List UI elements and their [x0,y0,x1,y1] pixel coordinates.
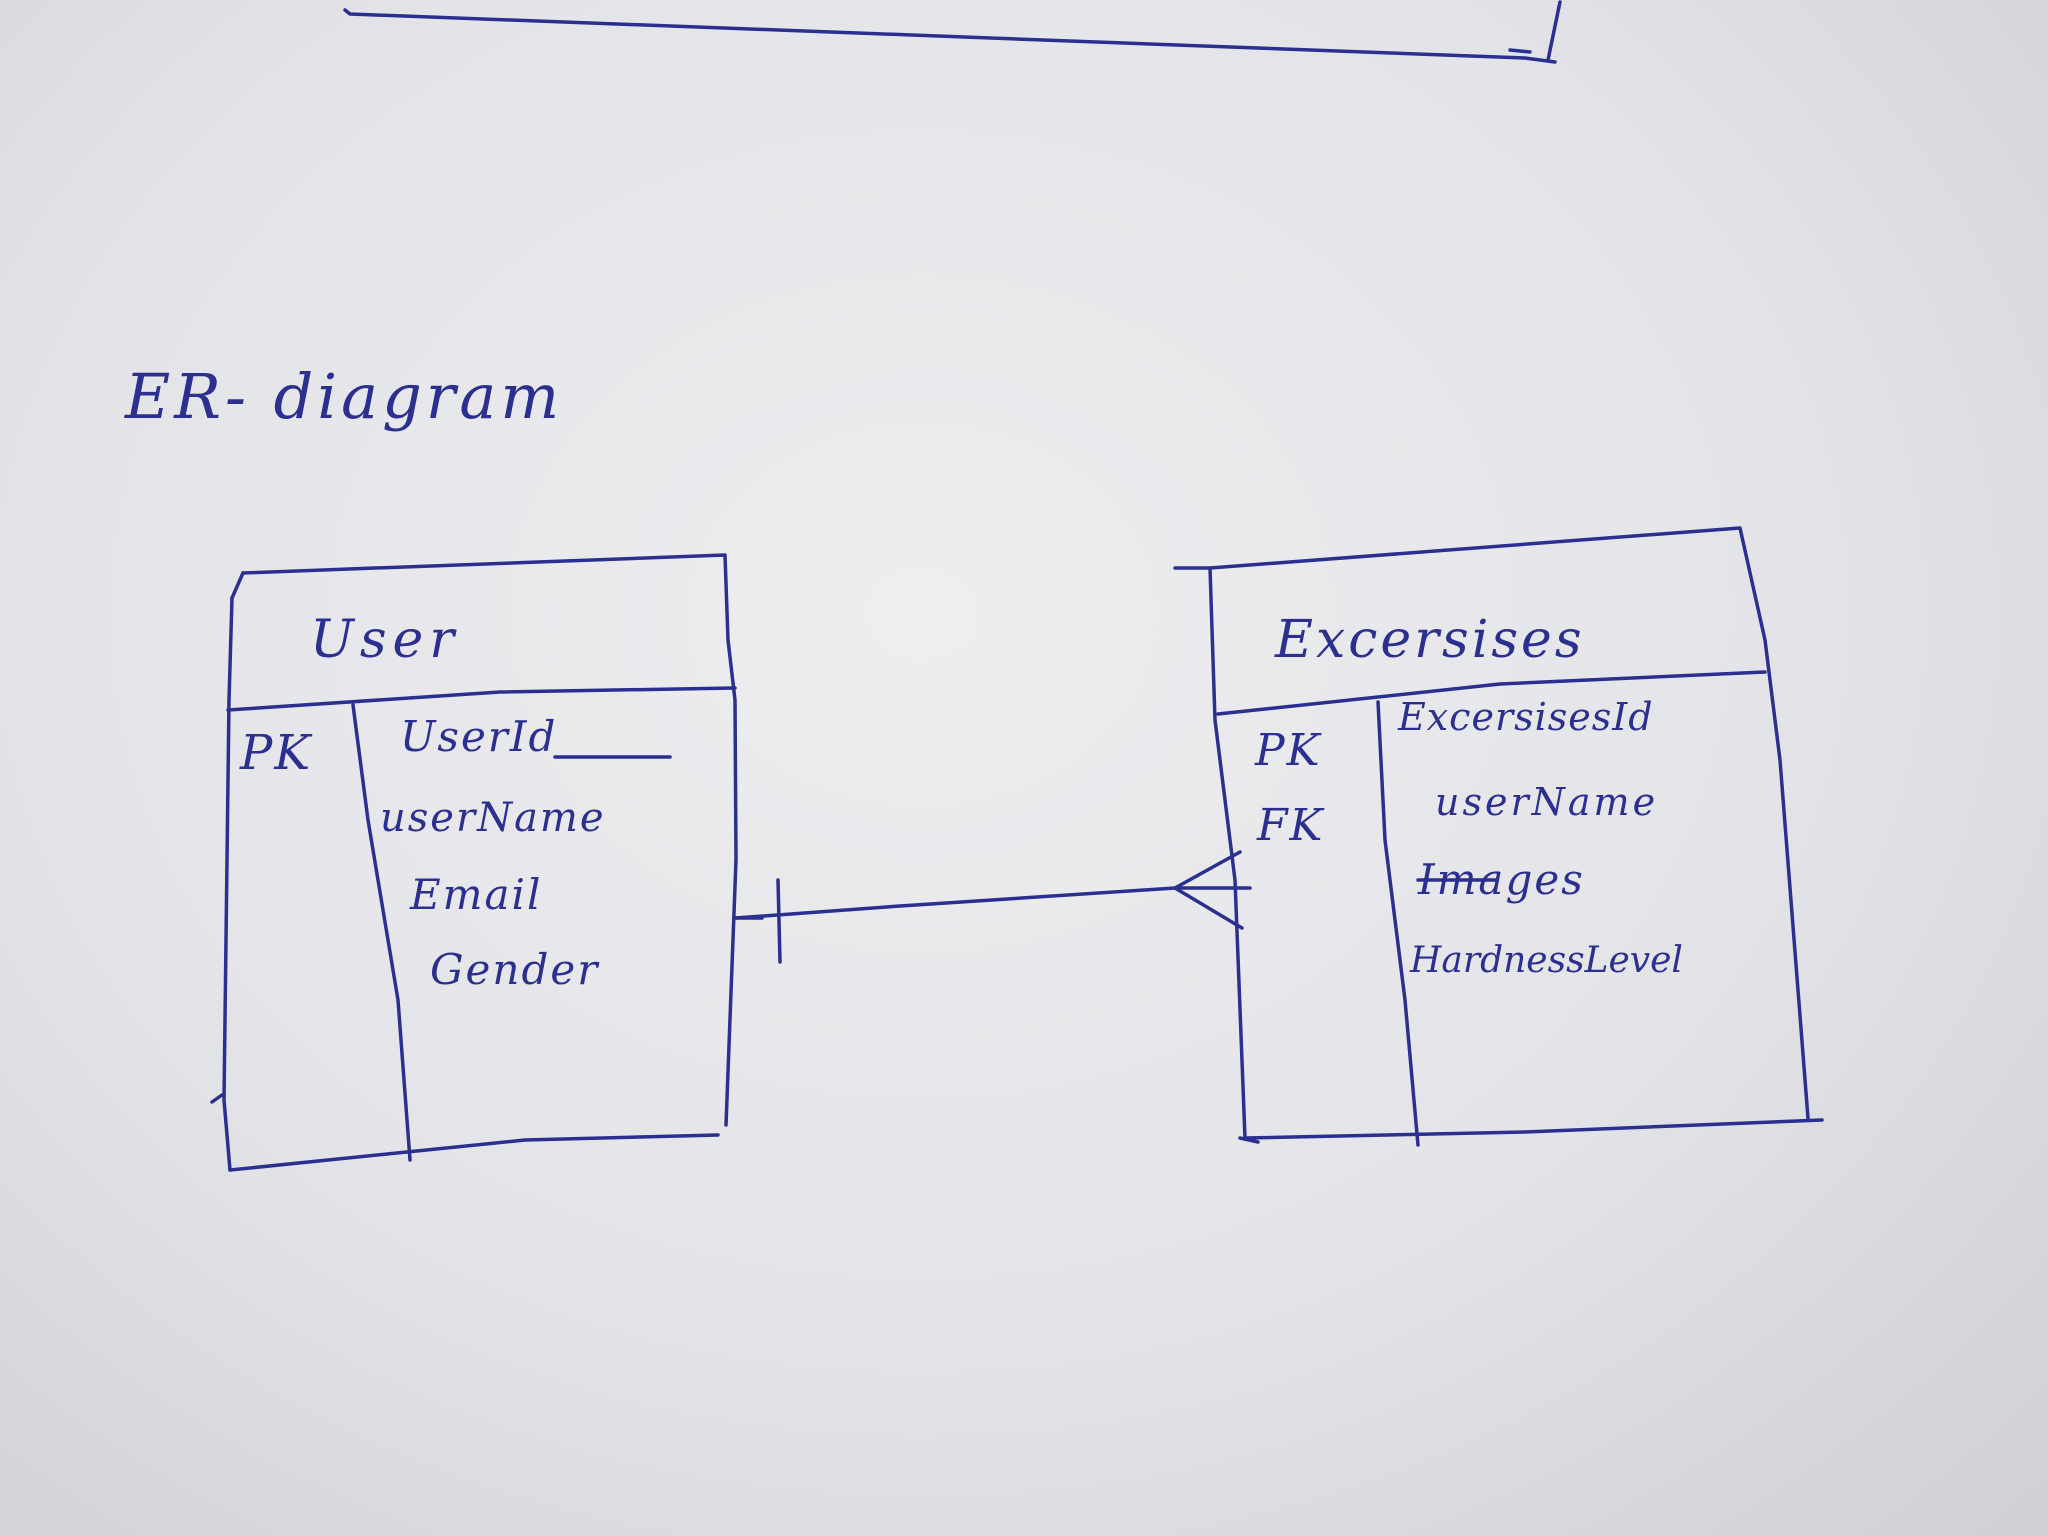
exercises-entity-name: Excersises [1275,610,1585,670]
exercises-foreign-key-label: FK [1257,800,1325,851]
many-cardinality-crowsfoot [1173,850,1244,930]
exercises-attribute-username: userName [1435,780,1659,824]
exercises-attribute-images: Images [1418,855,1585,904]
user-column-divider [351,703,412,1162]
user-attribute-userid: UserId [400,712,558,761]
user-attribute-gender: Gender [430,945,600,994]
user-attribute-username: userName [380,795,606,841]
user-entity-name: User [310,610,461,670]
exercises-attribute-exercisesid: ExcersisesId [1398,695,1654,739]
relationship-line [734,850,1252,964]
user-entity-box [210,553,738,1172]
user-attribute-email: Email [410,870,543,919]
exercises-entity-box [1173,526,1824,1147]
exercises-header-divider [1216,670,1767,716]
diagram-title: ER- diagram [125,360,564,433]
one-cardinality-tick [776,878,782,964]
exercises-primary-key-label: PK [1255,725,1322,776]
exercises-column-divider [1376,700,1420,1147]
user-primary-key-label: PK [240,725,313,781]
user-header-divider [226,686,737,712]
top-partial-box [343,0,1562,64]
exercises-attribute-hardnesslevel: HardnessLevel [1410,940,1683,981]
